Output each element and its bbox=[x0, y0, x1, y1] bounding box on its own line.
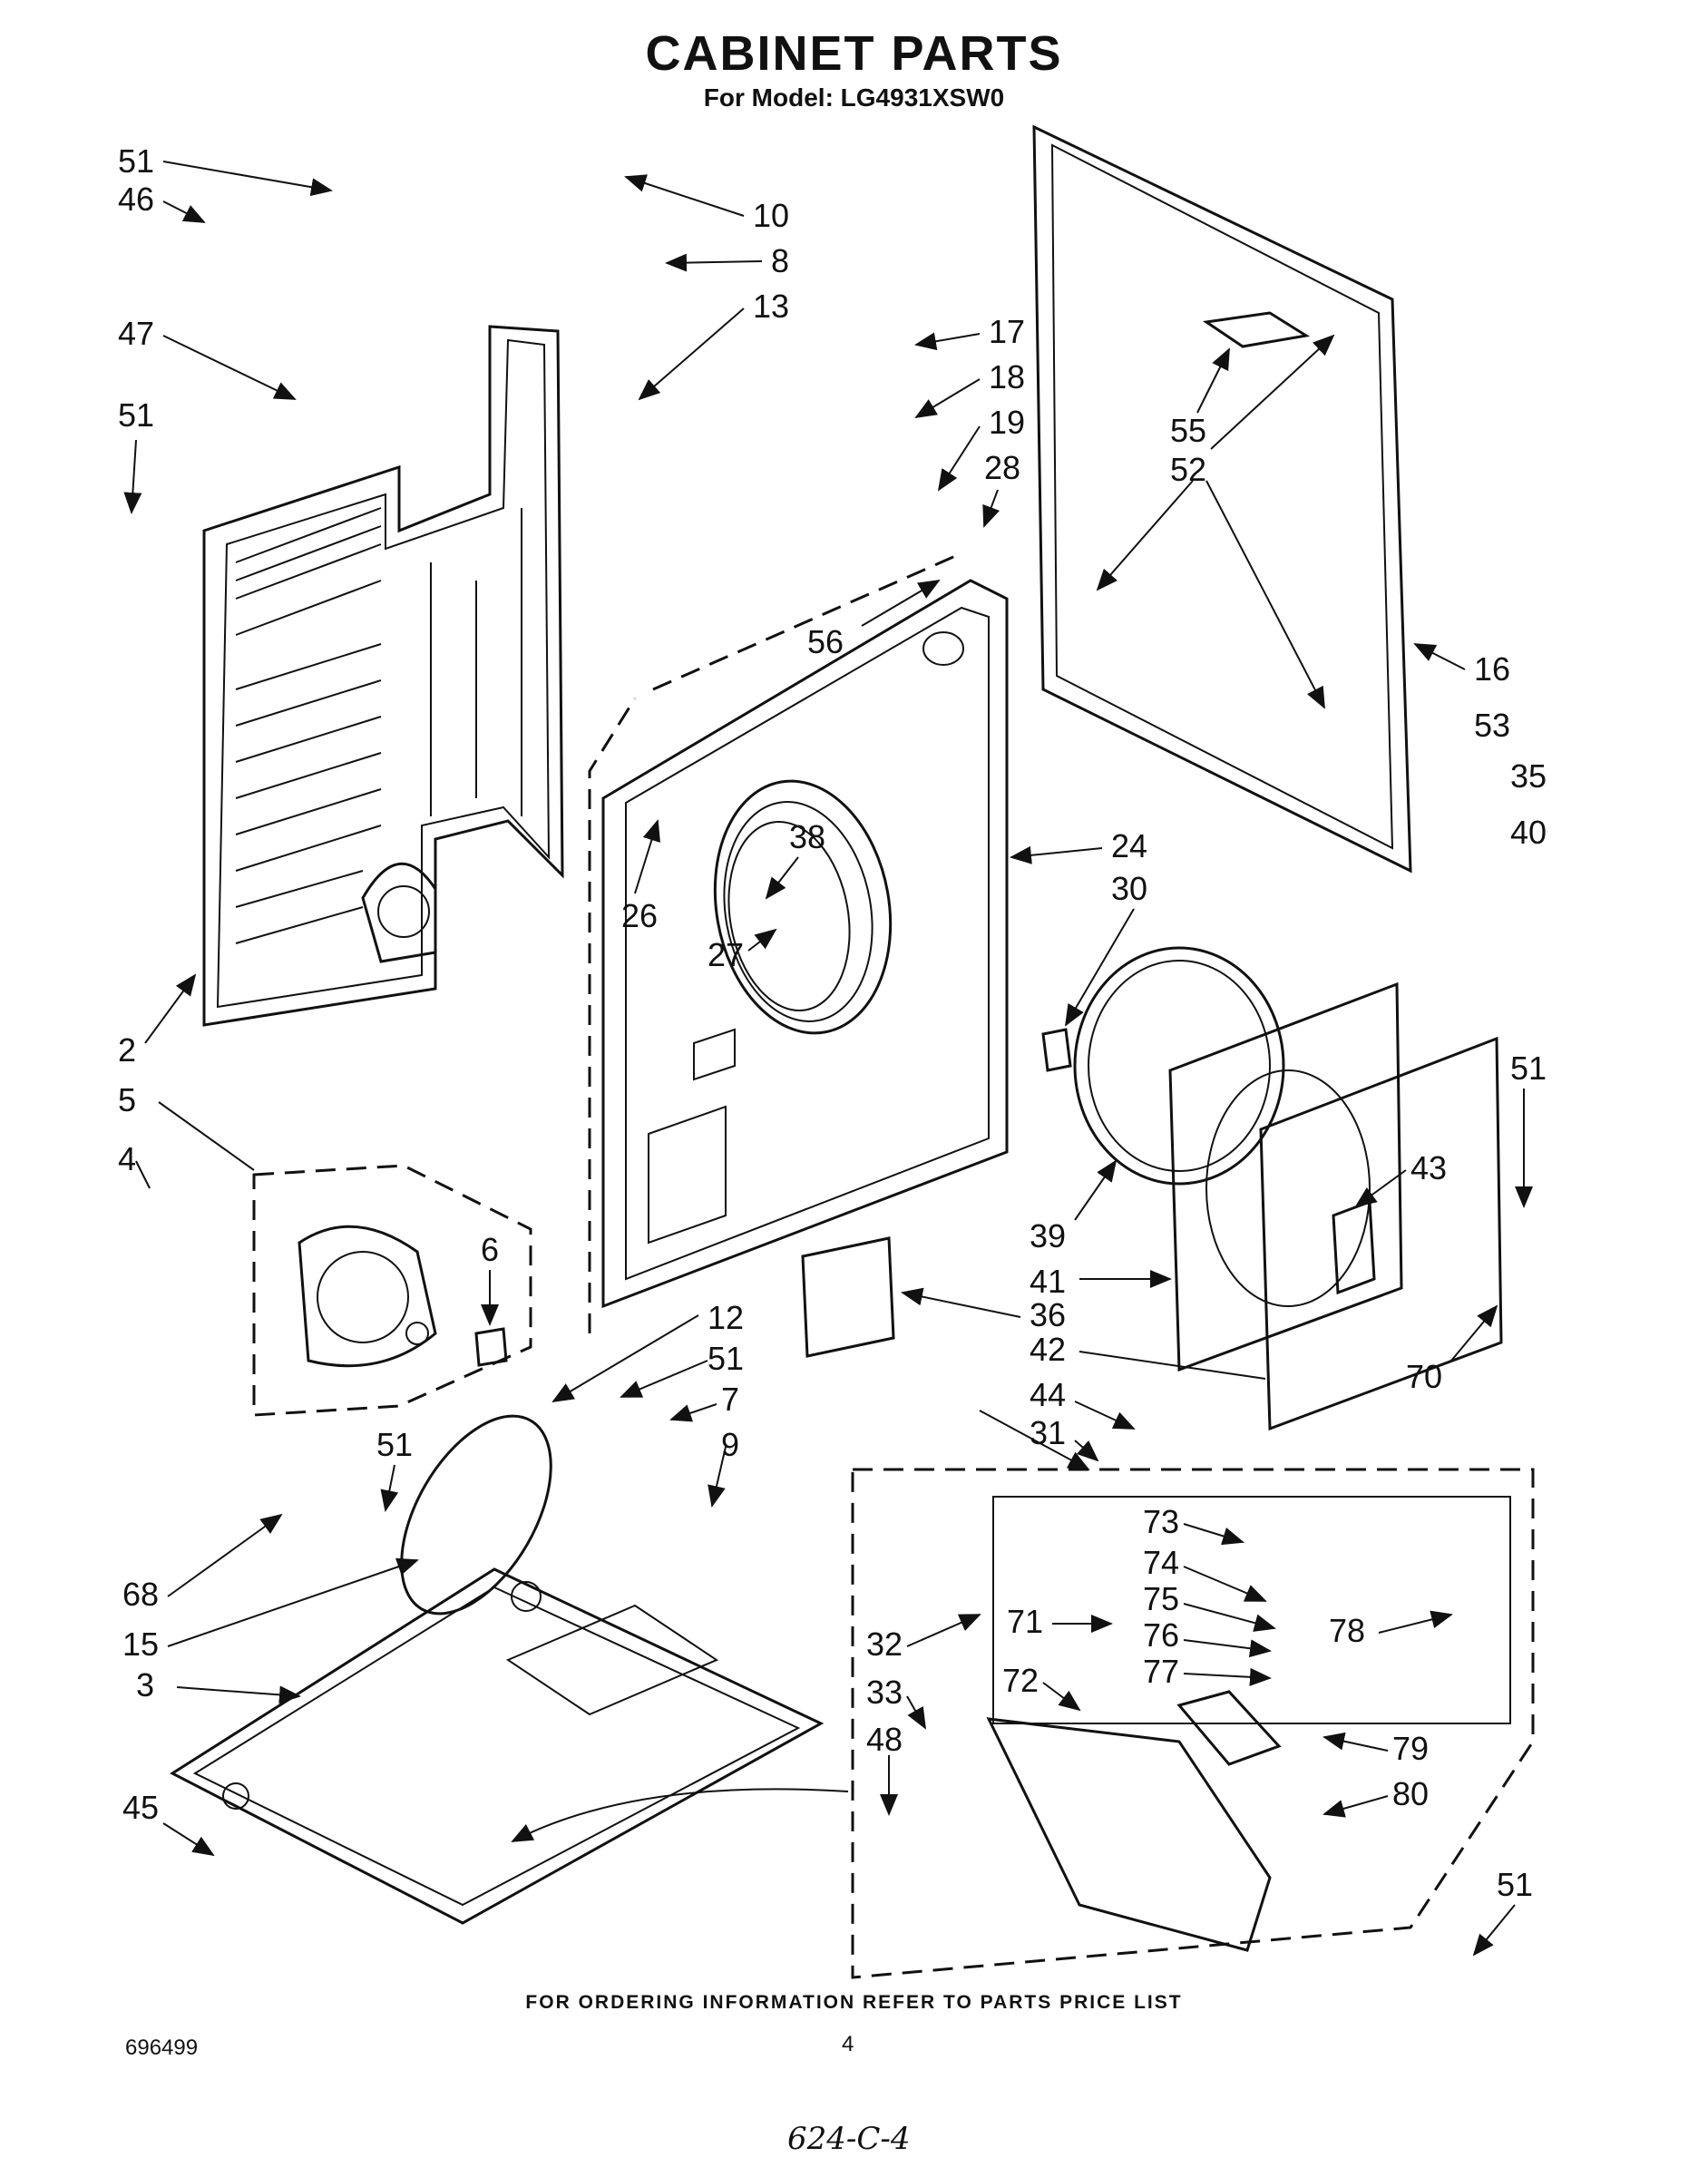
callout-label: 17 bbox=[989, 313, 1025, 350]
ordering-note: FOR ORDERING INFORMATION REFER TO PARTS … bbox=[525, 1992, 1183, 2013]
callout-label: 51 bbox=[1510, 1049, 1547, 1087]
callout-label: 43 bbox=[1410, 1149, 1447, 1186]
callout-label: 18 bbox=[989, 358, 1025, 395]
callout-label: 3 bbox=[136, 1666, 154, 1704]
callout-label: 51 bbox=[376, 1426, 413, 1463]
drive-belt bbox=[400, 1414, 552, 1616]
callout-label: 40 bbox=[1510, 814, 1547, 851]
callout-label: 9 bbox=[721, 1426, 739, 1463]
callout-label: 48 bbox=[866, 1721, 903, 1758]
callout-label: 2 bbox=[118, 1031, 136, 1069]
callout-label: 6 bbox=[481, 1231, 499, 1268]
callout-label: 32 bbox=[866, 1625, 903, 1663]
callout-label: 53 bbox=[1474, 707, 1510, 744]
callout-label: 41 bbox=[1030, 1263, 1066, 1300]
callout-label: 24 bbox=[1111, 827, 1147, 864]
base-pan bbox=[169, 1567, 825, 1925]
callout-label: 30 bbox=[1111, 870, 1147, 907]
callout-label: 51 bbox=[1497, 1866, 1533, 1903]
callout-label: 13 bbox=[753, 288, 789, 325]
callout-labels: 51 46 10 8 13 47 51 17 18 19 28 55 52 56… bbox=[118, 142, 1547, 1903]
callout-label: 38 bbox=[789, 818, 825, 855]
door-assembly bbox=[1041, 946, 1503, 1431]
callout-label: 26 bbox=[621, 897, 658, 934]
callout-label: 71 bbox=[1007, 1603, 1043, 1640]
handwritten-note: 624-C-4 bbox=[787, 2121, 911, 2157]
callout-label: 47 bbox=[118, 315, 154, 352]
callout-label: 70 bbox=[1406, 1358, 1442, 1395]
callout-label: 12 bbox=[708, 1299, 744, 1336]
base-arrow bbox=[511, 1788, 849, 1842]
callout-label: 76 bbox=[1143, 1616, 1179, 1654]
callout-label: 44 bbox=[1030, 1376, 1066, 1413]
callout-label: 75 bbox=[1143, 1580, 1179, 1617]
callout-label: 72 bbox=[1002, 1662, 1039, 1699]
access-panel bbox=[801, 1236, 895, 1358]
callout-label: 78 bbox=[1329, 1612, 1365, 1649]
callout-label: 74 bbox=[1143, 1544, 1179, 1581]
callout-label: 36 bbox=[1030, 1296, 1066, 1333]
callout-label: 31 bbox=[1030, 1414, 1066, 1451]
callout-label: 4 bbox=[118, 1140, 136, 1177]
front-panel bbox=[588, 552, 1009, 1333]
rear-panel bbox=[202, 325, 564, 1027]
document-number: 696499 bbox=[125, 2035, 199, 2060]
callout-label: 45 bbox=[122, 1789, 159, 1826]
callout-label: 52 bbox=[1170, 451, 1206, 488]
callout-label: 5 bbox=[118, 1081, 136, 1118]
callout-label: 80 bbox=[1392, 1775, 1429, 1812]
motor-group bbox=[252, 1164, 532, 1417]
callout-label: 56 bbox=[807, 623, 844, 660]
callout-label: 27 bbox=[708, 936, 744, 973]
model-subtitle: For Model: LG4931XSW0 bbox=[703, 83, 1005, 112]
callout-label: 15 bbox=[122, 1625, 159, 1663]
callout-label: 8 bbox=[771, 242, 789, 279]
callout-label: 33 bbox=[866, 1674, 903, 1711]
page-number: 4 bbox=[842, 2032, 854, 2056]
callout-label: 68 bbox=[122, 1576, 159, 1613]
callout-label: 55 bbox=[1170, 412, 1206, 449]
callout-label: 16 bbox=[1474, 650, 1510, 688]
callout-label: 79 bbox=[1392, 1730, 1429, 1767]
callout-label: 39 bbox=[1030, 1217, 1066, 1254]
callout-label: 46 bbox=[118, 181, 154, 218]
callout-label: 10 bbox=[753, 197, 789, 234]
callout-label: 51 bbox=[708, 1340, 744, 1377]
callout-label: 51 bbox=[118, 142, 154, 180]
page-title: CABINET PARTS bbox=[645, 26, 1063, 81]
callout-label: 77 bbox=[1143, 1653, 1179, 1690]
callout-label: 7 bbox=[721, 1381, 739, 1418]
callout-label: 51 bbox=[118, 396, 154, 434]
leader-lines bbox=[123, 161, 1533, 1957]
callout-label: 35 bbox=[1510, 757, 1547, 795]
callout-label: 42 bbox=[1030, 1331, 1066, 1368]
callout-label: 73 bbox=[1143, 1503, 1179, 1540]
top-panel-frame bbox=[1032, 124, 1412, 874]
callout-label: 28 bbox=[984, 449, 1020, 486]
callout-label: 19 bbox=[989, 404, 1025, 441]
burner-assembly-group bbox=[851, 1468, 1535, 1979]
